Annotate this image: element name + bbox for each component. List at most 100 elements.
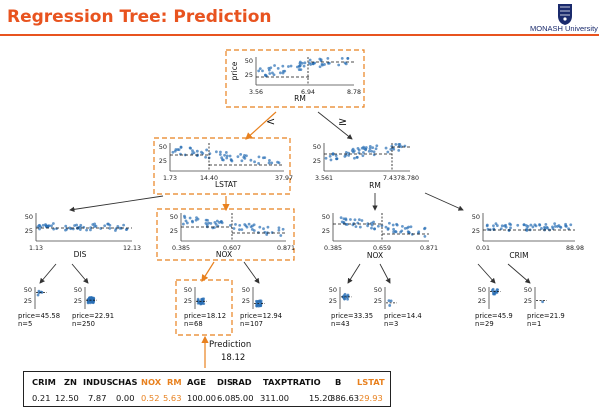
data-point xyxy=(556,225,559,228)
data-point xyxy=(362,145,365,149)
feature-value-tax: 311.00 xyxy=(260,393,290,403)
data-point xyxy=(509,226,512,230)
data-point xyxy=(268,159,271,162)
data-point xyxy=(91,223,95,226)
path-box-root xyxy=(225,49,365,108)
logo-text: MONASH University xyxy=(530,24,598,33)
data-point xyxy=(544,223,548,226)
leaf-y-tick-label: 25 xyxy=(184,297,192,305)
data-point xyxy=(191,149,194,153)
leaf-point xyxy=(40,290,44,294)
leaf-price: price=22.91 xyxy=(72,312,114,320)
data-point xyxy=(41,223,45,227)
data-point xyxy=(357,151,361,155)
data-point xyxy=(218,153,222,156)
data-point xyxy=(564,224,568,228)
data-point xyxy=(522,223,526,227)
data-point xyxy=(400,229,404,233)
feature-header-chas: CHAS xyxy=(112,377,138,387)
leaf-y-tick-label: 25 xyxy=(329,297,337,305)
data-point xyxy=(503,224,507,228)
data-point xyxy=(240,228,244,232)
edge-nox2-l5 xyxy=(347,263,361,284)
data-point xyxy=(266,225,270,229)
node-x-tick-label: 3.56 xyxy=(249,89,263,96)
leaf-y-tick-label: 25 xyxy=(478,297,486,305)
leaf-point xyxy=(255,304,259,308)
feature-header-ptratio: PTRATIO xyxy=(281,377,321,387)
node-x-tick-label: 0.385 xyxy=(172,245,190,252)
data-point xyxy=(406,230,410,234)
leaf-point xyxy=(496,288,500,292)
leaf-y-tick-label: 25 xyxy=(74,297,82,305)
data-point xyxy=(394,143,398,146)
leaf-point xyxy=(259,303,263,307)
data-point xyxy=(507,229,511,232)
data-point xyxy=(533,223,537,227)
node-x-label: CRIM xyxy=(509,251,528,260)
data-point xyxy=(392,227,396,231)
node-x-tick-label: 14.40 xyxy=(200,175,218,182)
leaf-price: price=14.4 xyxy=(384,312,422,320)
edge-label-left: < xyxy=(266,115,275,128)
data-point xyxy=(65,227,69,231)
data-point xyxy=(99,227,103,230)
data-point xyxy=(298,64,302,67)
data-point xyxy=(261,156,265,160)
data-point xyxy=(64,224,68,228)
data-point xyxy=(188,216,192,220)
data-point xyxy=(179,146,183,149)
data-point xyxy=(308,58,312,62)
leaf-point xyxy=(36,293,40,297)
prediction-value: 18.12 xyxy=(221,353,246,363)
data-point xyxy=(485,223,489,227)
data-point xyxy=(116,224,120,228)
feature-header-dis: DIS xyxy=(217,377,233,387)
data-point xyxy=(368,145,372,148)
data-point xyxy=(308,61,311,65)
node-x-tick-label: 1.13 xyxy=(29,245,43,252)
node-x-tick-label: 0.871 xyxy=(277,245,295,252)
data-point xyxy=(371,146,375,150)
feature-value-chas: 0.00 xyxy=(116,393,135,403)
node-y-tick-label: 50 xyxy=(472,213,480,221)
data-point xyxy=(391,223,395,227)
edge-dis-l1 xyxy=(39,263,57,284)
data-point xyxy=(531,225,535,229)
data-point xyxy=(195,149,199,153)
edge-nox2-l6 xyxy=(379,263,391,284)
feature-value-indus: 7.87 xyxy=(88,393,107,403)
node-y-tick-label: 25 xyxy=(313,157,321,165)
feature-value-b: 386.63 xyxy=(330,393,360,403)
data-point xyxy=(279,234,283,237)
data-point xyxy=(376,224,380,228)
leaf-y-tick-label: 50 xyxy=(329,286,337,294)
feature-header-zn: ZN xyxy=(64,377,77,387)
node-y-tick-label: 50 xyxy=(25,213,33,221)
data-point xyxy=(345,222,349,226)
data-point xyxy=(524,224,528,227)
data-point xyxy=(247,222,251,226)
data-point xyxy=(267,68,271,72)
data-point xyxy=(344,151,348,154)
data-point xyxy=(289,64,293,68)
data-point xyxy=(401,224,404,228)
data-point xyxy=(372,220,375,224)
leaf-point xyxy=(199,302,203,305)
leaf-y-tick-label: 50 xyxy=(74,286,82,294)
slide-title: Regression Tree: Prediction xyxy=(7,7,272,27)
data-point xyxy=(221,158,225,162)
data-point xyxy=(384,225,388,229)
edge-lstat-dis xyxy=(69,195,164,213)
leaf-y-tick-label: 50 xyxy=(478,286,486,294)
node-x-label: NOX xyxy=(367,251,383,260)
data-point xyxy=(219,150,222,154)
data-point xyxy=(495,224,499,227)
